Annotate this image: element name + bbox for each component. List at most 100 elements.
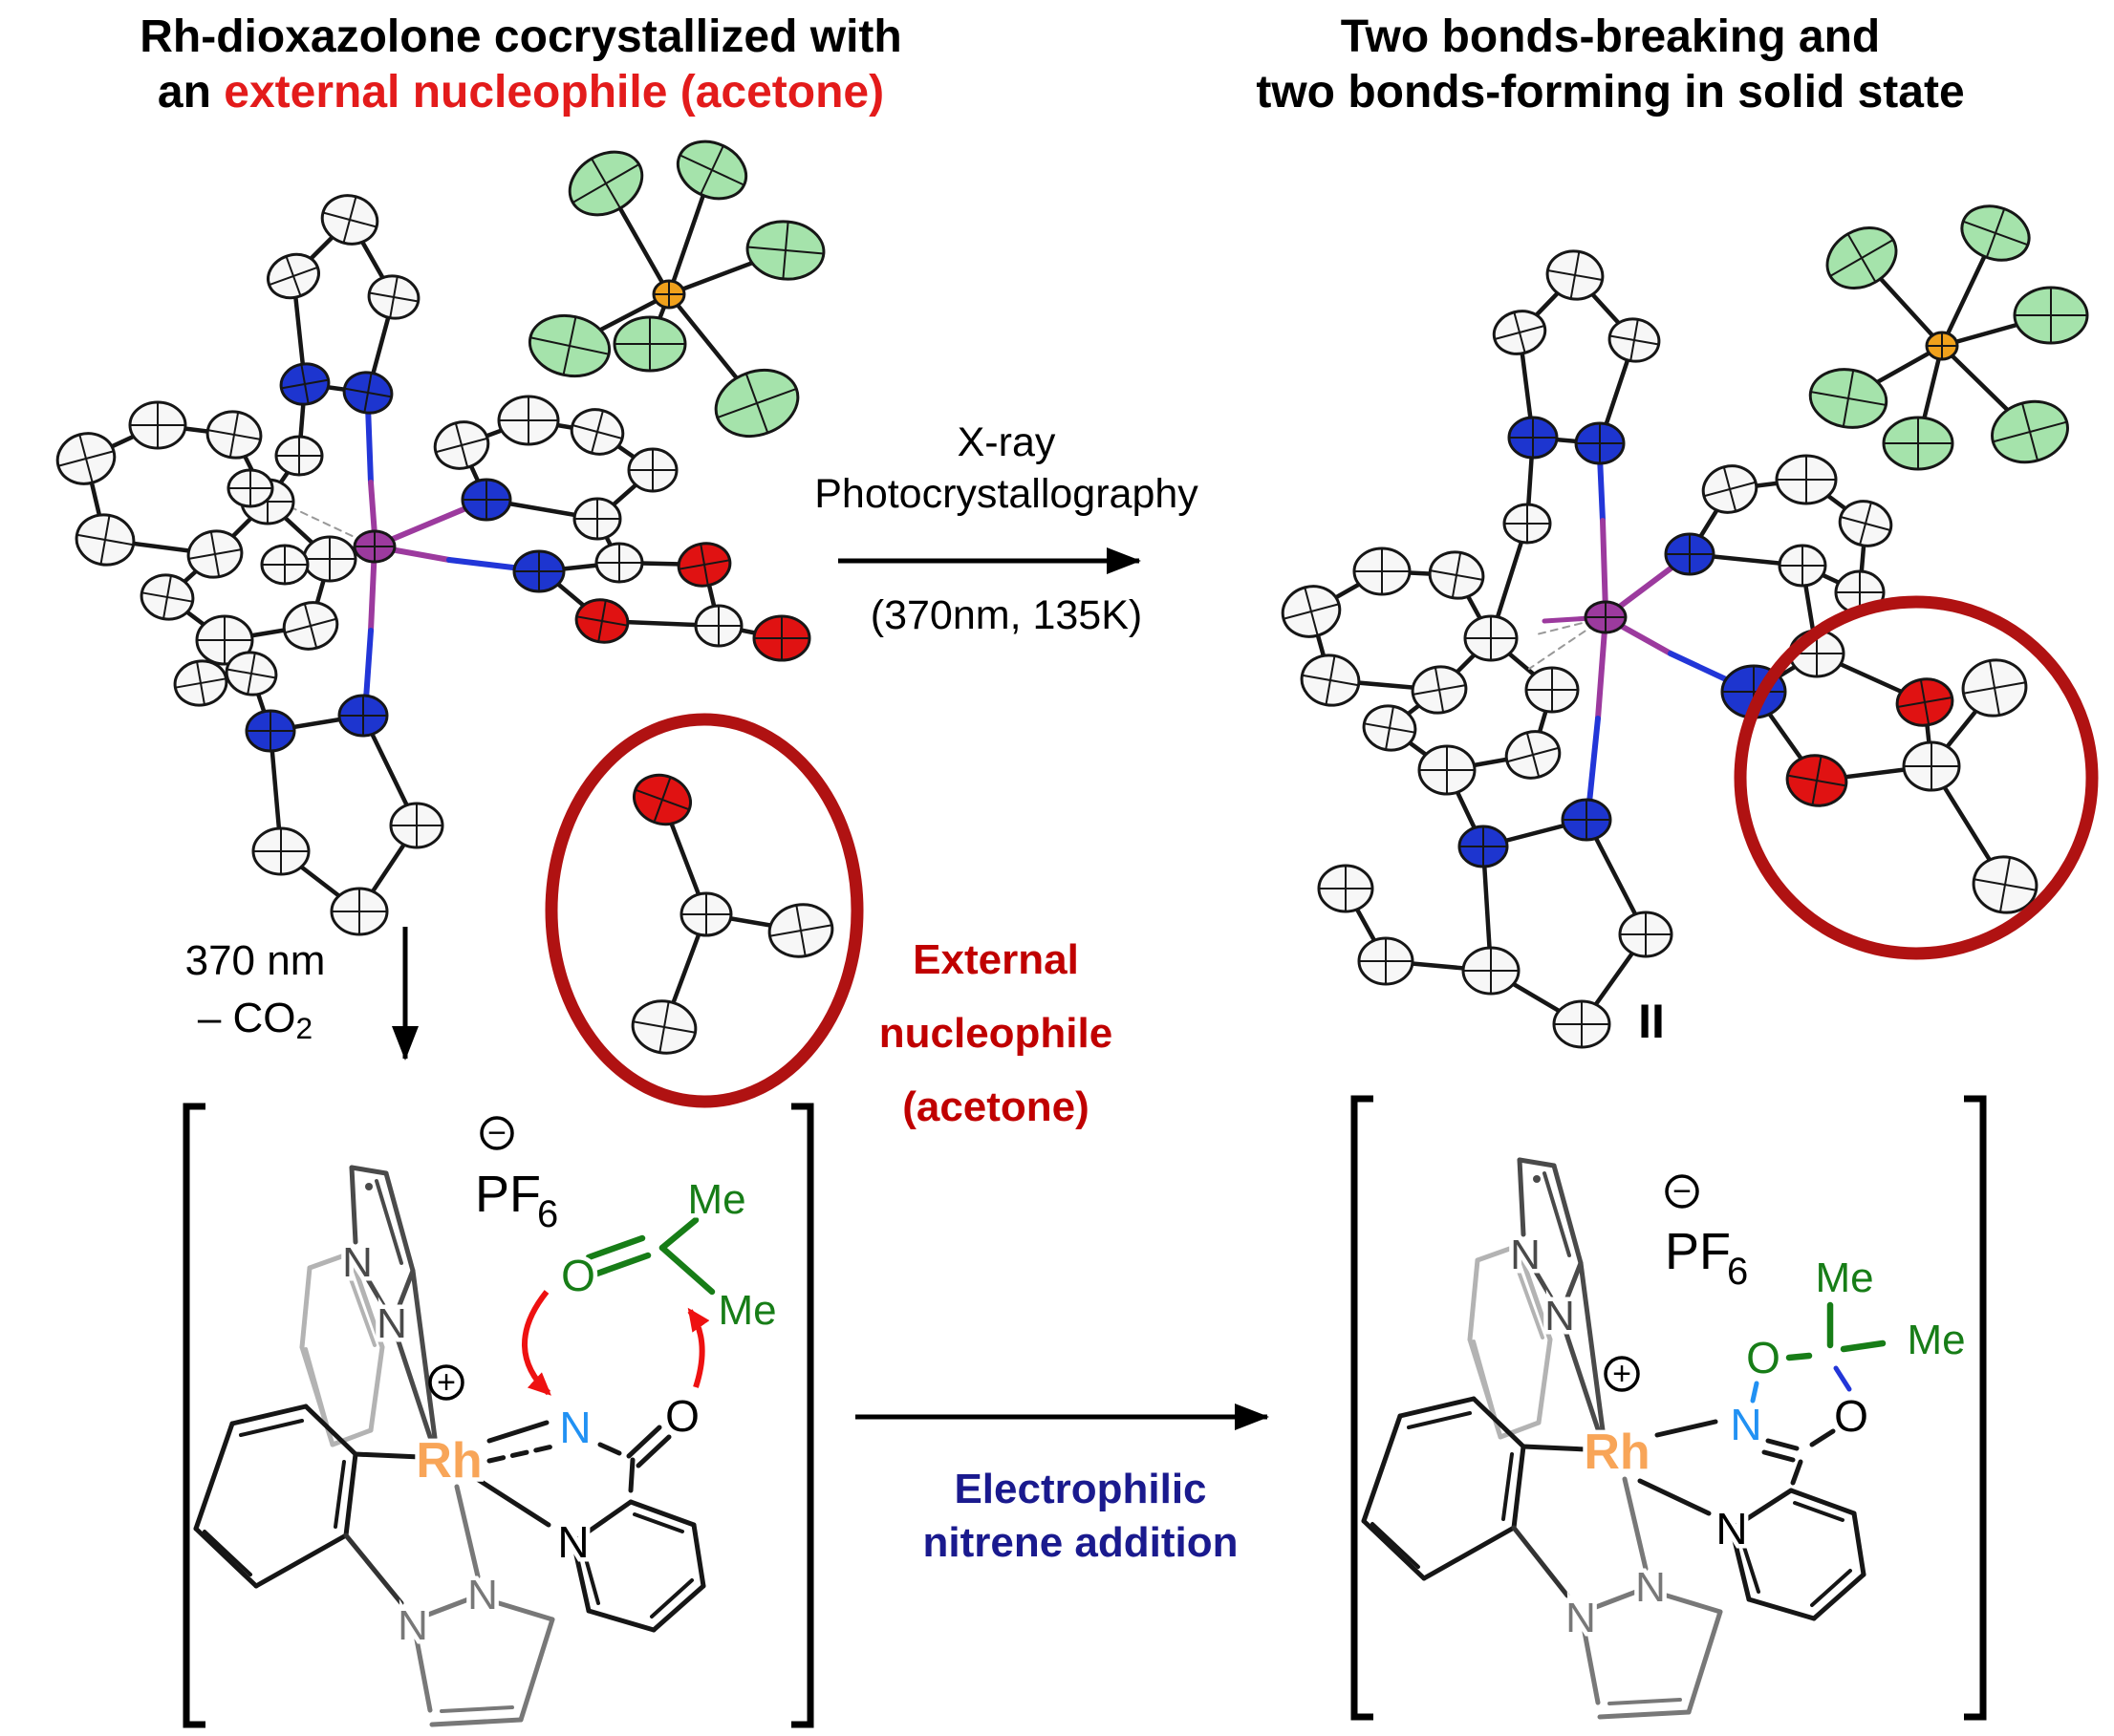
bond	[203, 1530, 252, 1576]
thermal-ellipsoid-C	[1352, 547, 1412, 596]
bond	[1361, 1518, 1427, 1581]
bond	[193, 1526, 259, 1589]
thermal-ellipsoid-Rh	[1584, 600, 1628, 634]
nucleophile-line2: nucleophile	[878, 1010, 1113, 1057]
bond	[1361, 1413, 1403, 1524]
thermal-ellipsoid-Rh	[353, 529, 397, 564]
bond	[1746, 1597, 1817, 1621]
bond	[440, 1705, 514, 1713]
thermal-ellipsoid-C	[389, 802, 444, 849]
thermal-ellipsoid-C	[1972, 855, 2038, 914]
bond	[586, 1608, 657, 1633]
rhodium-label: Rh	[416, 1433, 482, 1489]
anion-charge-sign: −	[1672, 1173, 1692, 1210]
thermal-ellipsoid-N	[1507, 416, 1559, 460]
thermal-ellipsoid-C	[330, 887, 389, 936]
title-left-line1: Rh-dioxazolone cocrystallized with	[43, 10, 999, 65]
pf6-subscript: 6	[1727, 1251, 1748, 1293]
bond	[414, 1637, 433, 1713]
thermal-ellipsoid-C	[631, 999, 698, 1055]
dioxazoline-nitrogen-label: N	[1730, 1400, 1761, 1449]
dioxazoline-oxygen-label: O	[1746, 1333, 1780, 1382]
thermal-ellipsoid-C	[1300, 654, 1361, 707]
thermal-ellipsoid-F	[568, 150, 644, 217]
bond	[1607, 1698, 1682, 1705]
thermal-ellipsoid-C	[1961, 658, 2028, 718]
bond	[1686, 1609, 1723, 1715]
bond	[1851, 1511, 1866, 1577]
thermal-ellipsoid-C	[1778, 544, 1827, 588]
bond	[1833, 1365, 1852, 1392]
bond	[1521, 1444, 1589, 1452]
thermal-ellipsoid-O	[574, 598, 630, 644]
bond	[229, 1404, 309, 1426]
thermal-ellipsoid-C	[433, 420, 490, 470]
bond	[1750, 1381, 1759, 1404]
bond	[1729, 1526, 1752, 1602]
bond	[651, 1583, 706, 1633]
product-ii-text: II	[1638, 995, 1665, 1048]
bond	[636, 1434, 672, 1468]
bond	[1542, 1171, 1571, 1257]
thermal-ellipsoid-C	[1524, 666, 1580, 714]
curved-electron-arrow-n-to-c	[687, 1307, 710, 1388]
bond	[347, 1251, 385, 1350]
thermal-ellipsoid-O	[633, 773, 692, 826]
reaction-type-label: Electrophilic nitrene addition	[858, 1463, 1303, 1570]
bond	[1811, 1572, 1866, 1621]
methyl-label: Me	[718, 1287, 776, 1334]
methyl-label: Me	[687, 1176, 745, 1223]
co2-subscript: 2	[295, 1010, 313, 1045]
bond	[1582, 1629, 1601, 1705]
bond	[1600, 518, 1608, 614]
nitrene-nitrogen-label: N	[559, 1403, 591, 1452]
title-left-line2-black: an	[157, 67, 225, 118]
anion-charge-sign: −	[487, 1115, 507, 1151]
thermal-ellipsoid-C	[195, 614, 254, 666]
bracket-left	[1350, 1095, 1373, 1721]
bond	[583, 1554, 600, 1605]
thermal-ellipsoid-C	[1607, 317, 1661, 363]
bond	[383, 1170, 416, 1274]
bond	[299, 1265, 313, 1350]
reaction-label-line1: Electrophilic	[954, 1466, 1207, 1512]
rhodium-label: Rh	[1584, 1425, 1650, 1480]
thermal-ellipsoid-C	[1838, 500, 1893, 547]
bond	[1578, 1260, 1606, 1433]
thermal-ellipsoid-C	[1428, 550, 1485, 600]
carbonyl-oxygen-label: O	[665, 1391, 700, 1441]
bond	[1530, 1264, 1555, 1302]
thermal-ellipsoid-P	[652, 279, 686, 310]
thermal-ellipsoid-F	[745, 220, 826, 281]
thermal-ellipsoid-C	[594, 542, 644, 584]
thermal-ellipsoid-F	[1882, 416, 1954, 471]
thermal-ellipsoid-C	[627, 447, 679, 493]
thermal-ellipsoid-C	[1701, 464, 1758, 514]
xray-condition: (370nm, 135K)	[796, 592, 1217, 639]
bond	[454, 1484, 481, 1579]
curved-electron-arrow-o-to-n	[522, 1290, 551, 1396]
bond	[658, 1244, 716, 1296]
thermal-ellipsoid-C	[274, 435, 324, 477]
bond	[1370, 1522, 1420, 1569]
cation-charge-circle	[1604, 1356, 1640, 1392]
thermal-ellipsoid-P	[1925, 331, 1959, 361]
bond	[193, 1421, 235, 1532]
ortep-structure-right	[1281, 204, 2099, 1049]
anion-charge-circle	[1665, 1174, 1699, 1209]
bond	[1512, 1256, 1544, 1340]
bond	[1597, 1709, 1692, 1720]
methyl-label: Me	[1815, 1254, 1873, 1301]
bond	[518, 1617, 555, 1723]
nucleophile-line1: External	[913, 936, 1079, 983]
thermal-ellipsoid-F	[2013, 286, 2089, 345]
bond	[239, 1419, 304, 1437]
bond	[650, 1578, 694, 1618]
bond	[349, 1165, 389, 1176]
thermal-ellipsoid-N	[512, 549, 566, 593]
thermal-ellipsoid-C	[1317, 864, 1374, 913]
thermal-ellipsoid-C	[282, 601, 339, 651]
dioxazoline-ring-oxygen-label: O	[1834, 1391, 1868, 1441]
